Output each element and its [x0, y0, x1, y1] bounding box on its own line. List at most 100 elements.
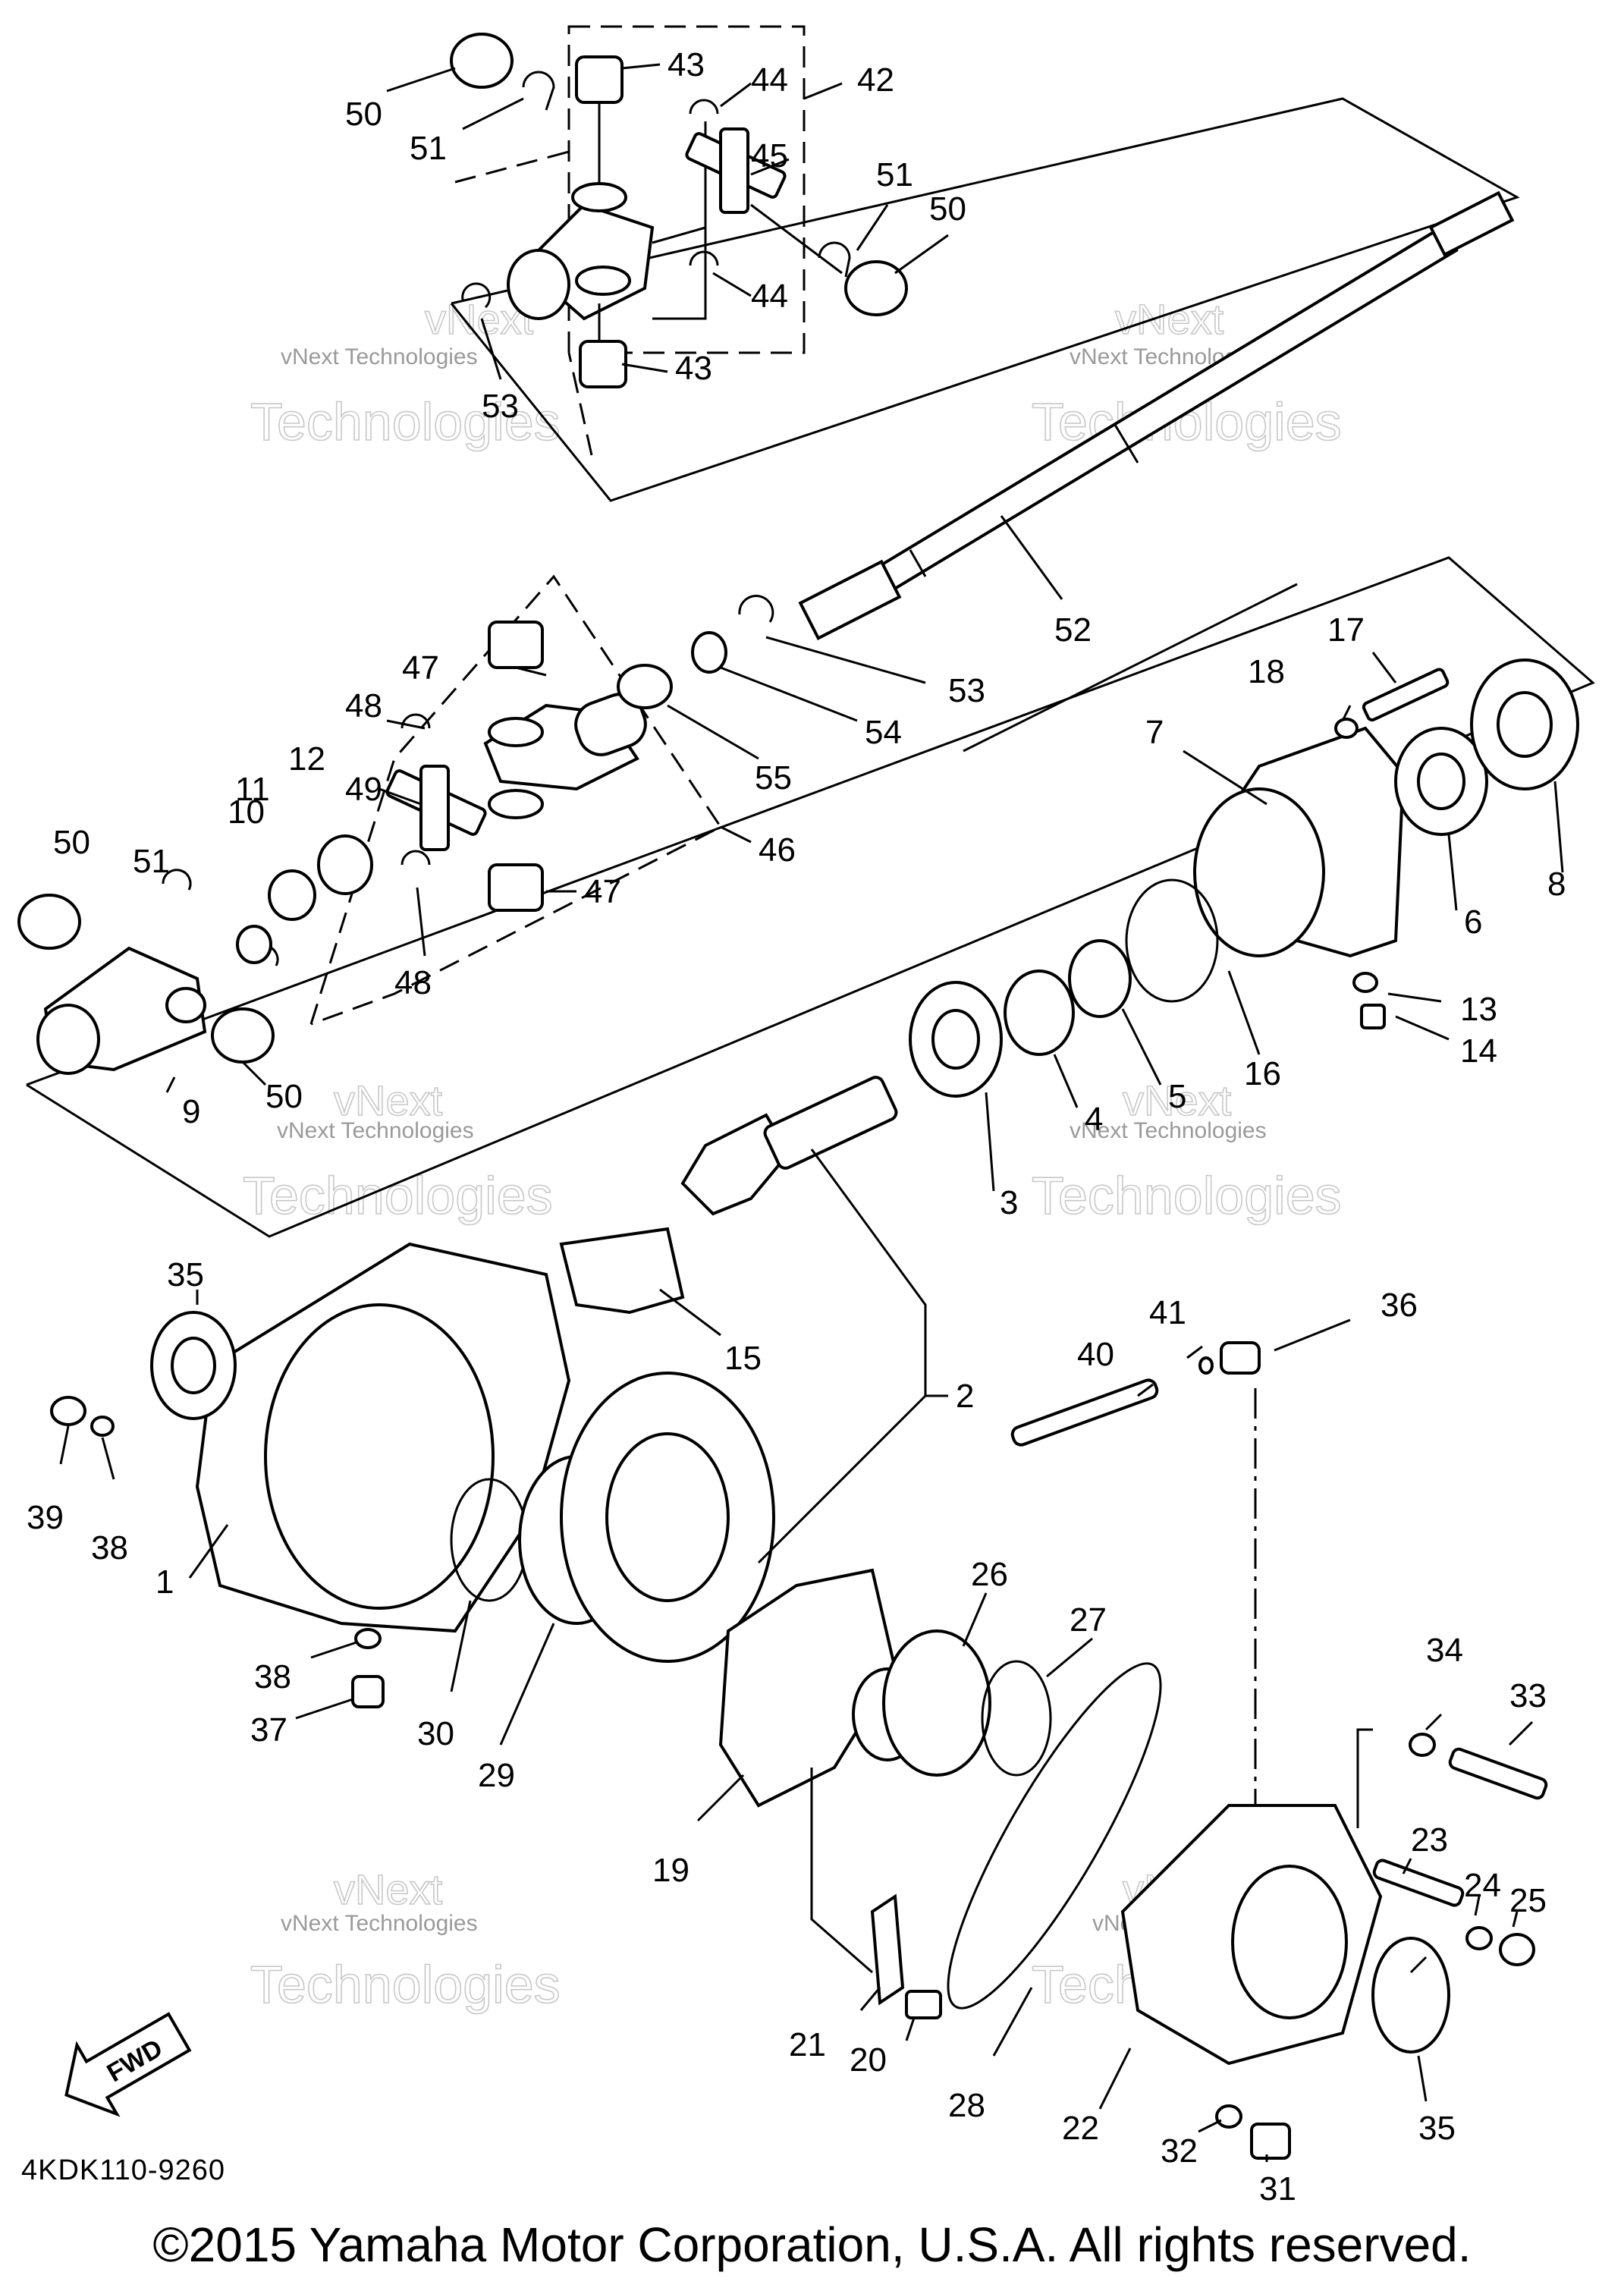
washer-38: [90, 1416, 115, 1437]
leader: [165, 1076, 176, 1093]
assembly-line: [750, 203, 843, 275]
spider-arm: [419, 765, 450, 851]
yoke-ear: [488, 717, 544, 747]
leader: [386, 719, 426, 730]
bearing-6-inner: [1417, 753, 1465, 810]
callout-55: 55: [755, 759, 792, 797]
spider-arm: [719, 127, 749, 214]
copyright-notice: ©2015 Yamaha Motor Corporation, U.S.A. A…: [152, 2217, 1472, 2272]
watermark-text: vNext: [1123, 1076, 1232, 1124]
leader: [803, 82, 843, 100]
leader: [1227, 970, 1261, 1055]
watermark-text: vNext Technologies: [1070, 1118, 1267, 1143]
bearing-cup-47: [488, 621, 544, 669]
callout-29: 29: [478, 1757, 515, 1794]
callout-4: 4: [1085, 1101, 1103, 1138]
washer-11: [268, 869, 316, 921]
callout-53: 53: [482, 388, 519, 425]
bearing-housing-group: [680, 658, 1579, 1216]
leader: [757, 1149, 927, 1564]
watermark-text: Technologies: [250, 392, 561, 451]
leader: [1417, 2055, 1428, 2102]
ring-gear-bore: [605, 1432, 730, 1602]
shaft-group-outline: [450, 97, 1520, 502]
leader: [810, 1768, 873, 1974]
leader: [894, 234, 949, 275]
circlip-51: [162, 869, 192, 891]
shaft-40: [1010, 1378, 1159, 1447]
callout-31: 31: [1259, 2170, 1296, 2208]
gasket-15: [559, 1227, 685, 1315]
callout-46: 46: [759, 831, 796, 869]
callout-24: 24: [1464, 1867, 1501, 1904]
watermark-text: Technologies: [250, 1955, 561, 2014]
pinion-gear: [680, 1113, 791, 1216]
leader: [659, 1288, 721, 1337]
callout-21: 21: [789, 2026, 826, 2063]
callout-11: 11: [235, 771, 270, 808]
callout-44: 44: [751, 61, 788, 99]
callout-49: 49: [345, 771, 382, 808]
drive-shaft-52: [798, 190, 1515, 640]
callout-48-b: 48: [394, 964, 432, 1001]
leader: [712, 272, 752, 297]
leader: [462, 97, 524, 130]
leader: [1000, 515, 1063, 600]
spider-45: [685, 127, 787, 214]
o-ring-16: [1125, 878, 1219, 1003]
watermark-text: vNext: [1115, 295, 1224, 343]
shaft-spline-end: [798, 559, 902, 640]
bracket-line: [652, 226, 706, 244]
leader: [1371, 652, 1397, 683]
callout-19: 19: [652, 1852, 689, 1889]
callout-7: 7: [1145, 714, 1164, 751]
upper-universal-joint: [450, 33, 908, 388]
leader: [1046, 1637, 1093, 1678]
leader-lines: [59, 63, 1564, 2162]
callout-14: 14: [1460, 1032, 1497, 1070]
watermark-text: vNext Technologies: [281, 344, 478, 369]
callout-35: 35: [167, 1256, 204, 1293]
callout-3: 3: [1000, 1184, 1018, 1221]
bolt-14: [1360, 1004, 1386, 1029]
bearing-cup-47: [488, 863, 544, 912]
callout-47: 47: [402, 649, 439, 687]
bearing-50: [450, 33, 514, 89]
watermark-text: Technologies: [1032, 1166, 1342, 1225]
leader: [765, 636, 926, 684]
oil-seal-8-inner: [1497, 691, 1553, 758]
leader: [480, 318, 502, 380]
leader: [59, 1425, 70, 1465]
callout-8: 8: [1547, 866, 1566, 903]
leader: [621, 63, 661, 70]
differential-group: [50, 1227, 1548, 2160]
callout-43-b: 43: [675, 350, 712, 387]
callout-42: 42: [857, 61, 894, 99]
spider-49: [385, 765, 487, 851]
drive-pinion-2: [680, 1076, 898, 1216]
breather-36: [1220, 1341, 1261, 1375]
callout-50: 50: [345, 96, 382, 133]
watermark-mid-left: vNext vNext Technologies Technologies: [242, 1076, 553, 1226]
callout-26: 26: [971, 1556, 1008, 1593]
callout-45: 45: [751, 137, 788, 174]
callout-18: 18: [1248, 653, 1285, 690]
front-yoke-9: [17, 834, 373, 1075]
washer-38: [354, 1628, 382, 1649]
leader: [720, 666, 858, 722]
circlip-51: [522, 71, 555, 111]
washer-18: [1334, 718, 1359, 739]
bolt-20: [905, 1990, 942, 2019]
leader: [720, 825, 752, 844]
watermark-bottom-left: vNext vNext Technologies Technologies: [250, 1865, 561, 2015]
oil-seal-35: [1371, 1937, 1450, 2054]
spring-55: [617, 664, 673, 709]
bearing-50: [17, 894, 81, 950]
leader: [905, 2017, 916, 2041]
callout-51-c: 51: [133, 843, 170, 880]
callout-44-b: 44: [751, 278, 788, 315]
leader: [1508, 1720, 1534, 1746]
yoke-ear: [571, 182, 627, 212]
callout-33: 33: [1509, 1677, 1547, 1714]
